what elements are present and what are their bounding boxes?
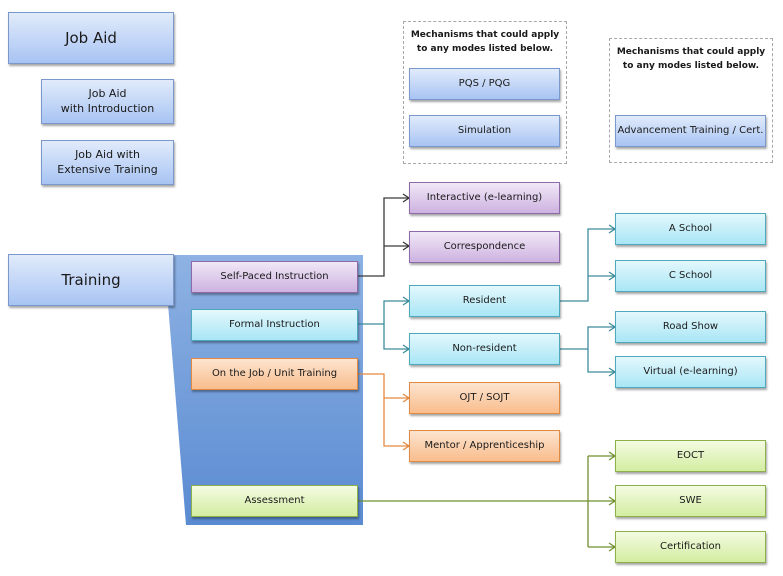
correspondence-label: Correspondence: [443, 241, 526, 253]
eoct-box: EOCT: [615, 440, 766, 472]
eoct-label: EOCT: [676, 450, 705, 462]
assessment-connectors: [358, 451, 617, 552]
road-show-label: Road Show: [662, 321, 719, 333]
advancement-training-box: Advancement Training / Cert.: [615, 115, 766, 147]
interactive-elearning-label: Interactive (e-learning): [426, 192, 543, 204]
job-aid-label: Job Aid: [65, 28, 117, 47]
job-aid-with-introduction-label: Job Aid with Introduction: [60, 86, 155, 115]
non-resident-box: Non-resident: [409, 333, 560, 365]
certification-label: Certification: [659, 541, 722, 553]
formal-connectors: [358, 224, 617, 377]
correspondence-box: Correspondence: [409, 231, 560, 263]
a-school-label: A School: [668, 223, 713, 235]
mechanisms-panel-1: [403, 21, 567, 164]
pqs-pqg-label: PQS / PQG: [458, 78, 511, 90]
ojt-sojt-box: OJT / SOJT: [409, 382, 560, 414]
simulation-label: Simulation: [457, 125, 512, 137]
self-paced-instruction-box: Self-Paced Instruction: [191, 261, 358, 293]
on-the-job-training-label: On the Job / Unit Training: [211, 368, 338, 380]
mechanisms-panel-2: [609, 38, 773, 163]
pqs-pqg-box: PQS / PQG: [409, 68, 560, 100]
swe-label: SWE: [679, 495, 702, 507]
formal-instruction-label: Formal Instruction: [229, 319, 320, 331]
resident-label: Resident: [462, 295, 507, 307]
mechanisms-panel-1-title: Mechanisms that could apply to any modes…: [410, 30, 560, 54]
self-paced-connectors: [358, 193, 411, 277]
advancement-training-label: Advancement Training / Cert.: [617, 125, 764, 137]
virtual-elearning-box: Virtual (e-learning): [615, 356, 766, 388]
c-school-label: C School: [668, 270, 713, 282]
road-show-box: Road Show: [615, 311, 766, 343]
certification-box: Certification: [615, 531, 766, 563]
interactive-elearning-box: Interactive (e-learning): [409, 182, 560, 214]
mechanisms-panel-2-title: Mechanisms that could apply to any modes…: [616, 47, 766, 71]
ojt-connectors: [358, 373, 411, 451]
mentor-apprenticeship-label: Mentor / Apprenticeship: [424, 440, 545, 452]
training-label: Training: [61, 270, 121, 289]
job-aid-extensive-training-box: Job Aid with Extensive Training: [41, 140, 174, 185]
on-the-job-training-box: On the Job / Unit Training: [191, 358, 358, 390]
swe-box: SWE: [615, 485, 766, 517]
resident-box: Resident: [409, 285, 560, 317]
virtual-elearning-label: Virtual (e-learning): [643, 366, 738, 378]
training-box: Training: [8, 254, 174, 306]
assessment-box: Assessment: [191, 485, 358, 517]
c-school-box: C School: [615, 260, 766, 292]
non-resident-label: Non-resident: [452, 343, 517, 355]
assessment-label: Assessment: [244, 495, 305, 507]
job-aid-with-introduction-box: Job Aid with Introduction: [41, 79, 174, 124]
ojt-sojt-label: OJT / SOJT: [459, 392, 510, 404]
simulation-box: Simulation: [409, 115, 560, 147]
formal-instruction-box: Formal Instruction: [191, 309, 358, 341]
a-school-box: A School: [615, 213, 766, 245]
mentor-apprenticeship-box: Mentor / Apprenticeship: [409, 430, 560, 462]
job-aid-extensive-training-label: Job Aid with Extensive Training: [57, 147, 158, 176]
job-aid-box: Job Aid: [8, 12, 174, 64]
self-paced-instruction-label: Self-Paced Instruction: [220, 271, 329, 283]
